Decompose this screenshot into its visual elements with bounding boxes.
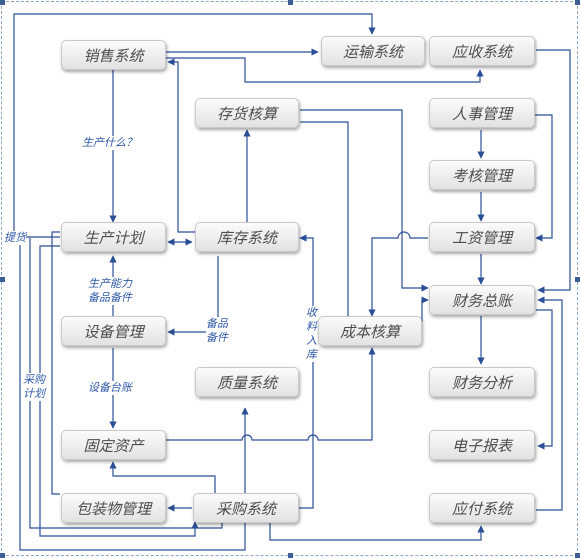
node-payable-system[interactable]: 应付系统 — [429, 493, 535, 523]
label-receipt-line3: 入 — [306, 334, 317, 348]
edge-sales-to-receivable — [166, 57, 484, 83]
resize-handle-middle-right[interactable] — [575, 277, 580, 282]
edge-ledger-to-ereports — [536, 309, 553, 450]
node-assessment-management[interactable]: 考核管理 — [429, 160, 535, 190]
node-financial-analysis[interactable]: 财务分析 — [429, 367, 535, 397]
node-production-plan[interactable]: 生产计划 — [61, 222, 166, 252]
label-purchase-plan-line2: 计划 — [23, 387, 45, 401]
resize-handle-bottom-middle[interactable] — [288, 553, 293, 558]
label-equipment-ledger: 设备台账 — [88, 381, 132, 395]
label-purchase-plan-line1: 采购 — [23, 373, 45, 387]
node-hr-management[interactable]: 人事管理 — [429, 98, 535, 128]
node-fixed-assets[interactable]: 固定资产 — [61, 430, 166, 460]
node-quality-system[interactable]: 质量系统 — [195, 367, 299, 397]
edge-purchasing-bottom-loop — [19, 242, 246, 551]
label-spare-line1: 备品 — [206, 317, 228, 331]
edge-pickup-loop — [13, 13, 376, 238]
resize-handle-bottom-left[interactable] — [0, 553, 5, 558]
resize-handle-middle-left[interactable] — [0, 277, 5, 282]
node-cost-accounting[interactable]: 成本核算 — [318, 316, 422, 346]
resize-handle-top-right[interactable] — [575, 0, 580, 5]
label-spare-line2: 备件 — [206, 331, 228, 345]
edge-salary-to-cost — [368, 231, 428, 317]
node-salary-management[interactable]: 工资管理 — [429, 222, 535, 252]
node-inventory-system[interactable]: 库存系统 — [195, 222, 299, 252]
node-electronic-reports[interactable]: 电子报表 — [429, 430, 535, 460]
node-packaging-management[interactable]: 包装物管理 — [61, 493, 166, 523]
node-receivable-system[interactable]: 应收系统 — [429, 36, 535, 66]
edge-receivable-to-ledger — [536, 49, 571, 294]
node-stock-accounting[interactable]: 存货核算 — [195, 98, 299, 128]
edge-fixed-to-cost — [166, 347, 376, 441]
node-transport-system[interactable]: 运输系统 — [321, 36, 425, 66]
edge-production-to-purchasing — [39, 245, 199, 537]
label-receipt-line2: 料 — [306, 320, 317, 334]
node-sales-system[interactable]: 销售系统 — [61, 40, 166, 70]
label-receipt-line4: 库 — [306, 348, 317, 362]
edge-payable-to-ledger — [536, 296, 563, 511]
resize-handle-top-middle[interactable] — [288, 0, 293, 5]
label-receipt-line1: 收 — [306, 306, 317, 320]
edge-cost-to-ledger — [421, 296, 429, 322]
edge-purchasing-to-fixed — [109, 461, 216, 494]
resize-handle-top-left[interactable] — [0, 0, 5, 5]
edge-hr-to-salary — [534, 114, 553, 242]
node-equipment-management[interactable]: 设备管理 — [61, 316, 166, 346]
edge-stock-to-cost — [300, 121, 349, 320]
node-purchasing-system[interactable]: 采购系统 — [193, 493, 299, 523]
node-general-ledger[interactable]: 财务总账 — [429, 285, 535, 315]
edge-purchasing-to-payable — [269, 522, 485, 541]
edge-stock-to-ledger — [300, 109, 429, 292]
label-capacity-line2: 备品备件 — [88, 291, 132, 305]
resize-handle-bottom-right[interactable] — [575, 553, 580, 558]
edge-inventory-to-sales — [167, 58, 195, 233]
label-pickup: 提货 — [4, 231, 26, 245]
edge-packaging-to-production — [51, 231, 60, 495]
edge-purchasing-to-inventory — [298, 234, 314, 509]
label-capacity-line1: 生产能力 — [88, 277, 132, 291]
label-what-to-produce: 生产什么？ — [82, 136, 137, 150]
